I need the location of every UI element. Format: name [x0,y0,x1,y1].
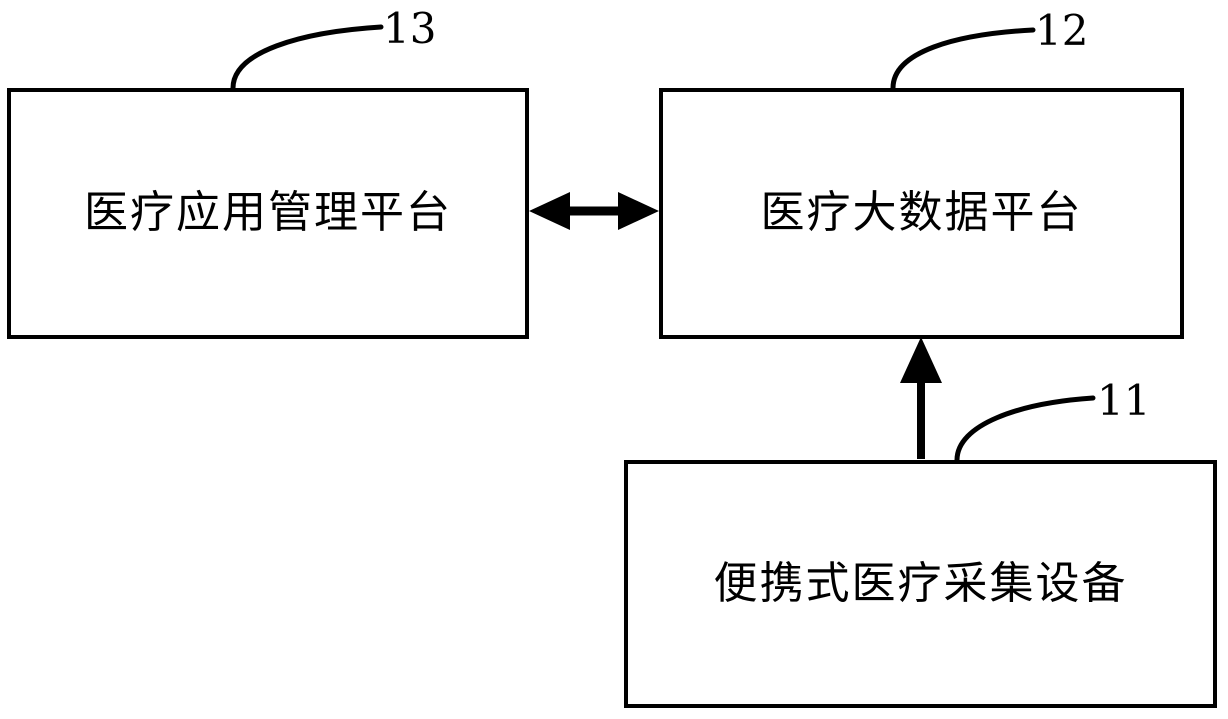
block-label-portable-device: 便携式医疗采集设备 [713,557,1128,609]
leader-line-13 [230,24,384,91]
connector-device-to-bigdata-arrow [900,337,942,459]
block-portable-medical-acquisition-device: 便携式医疗采集设备 [624,460,1217,708]
leader-line-12 [890,27,1036,91]
block-label-app-platform: 医疗应用管理平台 [84,187,452,239]
leader-line-11 [954,395,1096,463]
reference-number-13: 13 [383,4,437,53]
reference-number-12: 12 [1035,6,1089,55]
reference-number-11: 11 [1097,376,1151,425]
connector-app-to-bigdata-arrow [529,192,659,230]
block-medical-application-management-platform: 医疗应用管理平台 [7,88,529,339]
block-label-bigdata-platform: 医疗大数据平台 [760,187,1083,239]
block-medical-big-data-platform: 医疗大数据平台 [659,88,1184,339]
